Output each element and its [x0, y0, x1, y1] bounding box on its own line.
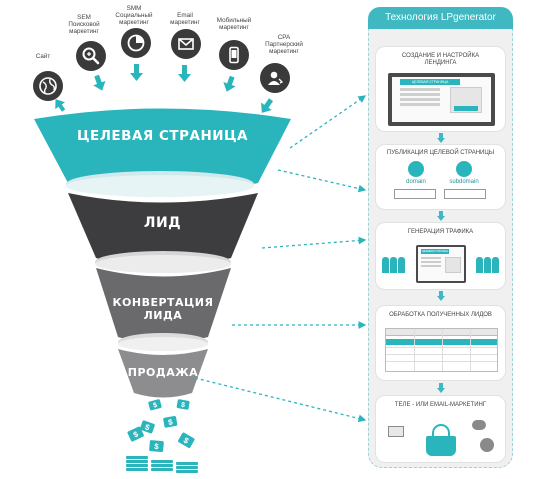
phone-call-icon — [480, 438, 494, 452]
landing-mockup: ЦЕЛЕВАЯ СТРАНИЦА — [388, 73, 495, 126]
step-card-create: СОЗДАНИЕ И НАСТРОЙКА ЛЕНДИНГА ЦЕЛЕВАЯ СТ… — [375, 46, 506, 132]
funnel-label-lead: ЛИД — [143, 215, 182, 231]
svg-text:$: $ — [152, 402, 158, 410]
people-icon — [382, 257, 406, 273]
mail-icon — [388, 426, 404, 437]
svg-text:$: $ — [182, 436, 191, 446]
step-title-marketing: ТЕЛЕ - ИЛИ EMAIL-МАРКЕТИНГ — [394, 402, 487, 408]
svg-text:$: $ — [144, 422, 152, 432]
funnel-to-panel-arrows — [194, 95, 367, 423]
phone-icon — [219, 40, 249, 70]
step-arrow-1 — [437, 133, 445, 143]
svg-text:$: $ — [154, 442, 160, 451]
step-title-publish: ПУБЛИКАЦИЯ ЦЕЛЕВОЙ СТРАНИЦЫ — [386, 150, 495, 156]
traffic-mockup-title: ЦЕЛЕВАЯ СТРАНИЦА — [421, 249, 449, 254]
channel-label-mobile: Мобильный маркетинг — [216, 17, 252, 31]
funnel-label-sale: ПРОДАЖА — [127, 366, 199, 379]
step-title-leads: ОБРАБОТКА ПОЛУЧЕННЫХ ЛИДОВ — [389, 312, 492, 318]
step-title-create: СОЗДАНИЕ И НАСТРОЙКА ЛЕНДИНГА — [401, 53, 480, 66]
pie-chart-icon — [121, 28, 151, 58]
domain-label: domain — [406, 179, 426, 185]
chat-icon — [472, 420, 486, 430]
globe-icon — [33, 71, 63, 101]
step-card-leads: ОБРАБОТКА ПОЛУЧЕННЫХ ЛИДОВ — [375, 305, 506, 381]
channel-label-cpa: CPA Партнерский маркетинг — [265, 34, 303, 55]
funnel-label-landing: ЦЕЛЕВАЯ СТРАНИЦА — [76, 128, 249, 144]
subdomain-icon — [456, 161, 472, 177]
step-card-traffic: ГЕНЕРАЦИЯ ТРАФИКА ЦЕЛЕВАЯ СТРАНИЦА — [375, 222, 506, 290]
envelope-icon — [171, 29, 201, 59]
step-arrow-3 — [437, 291, 445, 301]
search-icon — [76, 41, 106, 71]
money-icon: $ $ $ $ $ $ $ — [126, 399, 198, 473]
leads-table — [385, 328, 498, 372]
channel-label-email: Email маркетинг — [170, 12, 200, 26]
mockup-title: ЦЕЛЕВАЯ СТРАНИЦА — [400, 79, 460, 85]
step-card-publish: ПУБЛИКАЦИЯ ЦЕЛЕВОЙ СТРАНИЦЫ domain subdo… — [375, 144, 506, 210]
step-arrow-2 — [437, 211, 445, 221]
funnel-segment-conversion — [96, 268, 231, 351]
svg-text:$: $ — [132, 429, 140, 439]
domain-icon — [408, 161, 424, 177]
subdomain-label: subdomain — [449, 179, 479, 185]
funnel-segment-sale — [118, 349, 208, 398]
channel-arrows — [55, 64, 274, 113]
funnel-segment-lead — [68, 193, 258, 273]
step-title-traffic: ГЕНЕРАЦИЯ ТРАФИКА — [407, 229, 474, 235]
step-card-marketing: ТЕЛЕ - ИЛИ EMAIL-МАРКЕТИНГ — [375, 395, 506, 463]
basket-handle — [432, 424, 450, 438]
svg-text:$: $ — [180, 402, 185, 410]
channel-label-sem: SEM Поисковой маркетинг — [68, 14, 100, 35]
user-icon — [260, 63, 290, 93]
shopping-basket-icon — [426, 436, 456, 456]
traffic-landing-mockup: ЦЕЛЕВАЯ СТРАНИЦА — [416, 245, 466, 283]
panel-title: Технология LPgenerator — [368, 7, 513, 29]
channel-label-site: Сайт — [35, 53, 51, 60]
people-icon-right — [476, 257, 500, 273]
funnel-label-conversion: КОНВЕРТАЦИЯ ЛИДА — [112, 296, 214, 322]
funnel-segment-landing — [34, 108, 291, 197]
channel-label-smm: SMM Социальный маркетинг — [115, 5, 153, 26]
step-arrow-4 — [437, 383, 445, 393]
svg-text:$: $ — [167, 417, 173, 427]
